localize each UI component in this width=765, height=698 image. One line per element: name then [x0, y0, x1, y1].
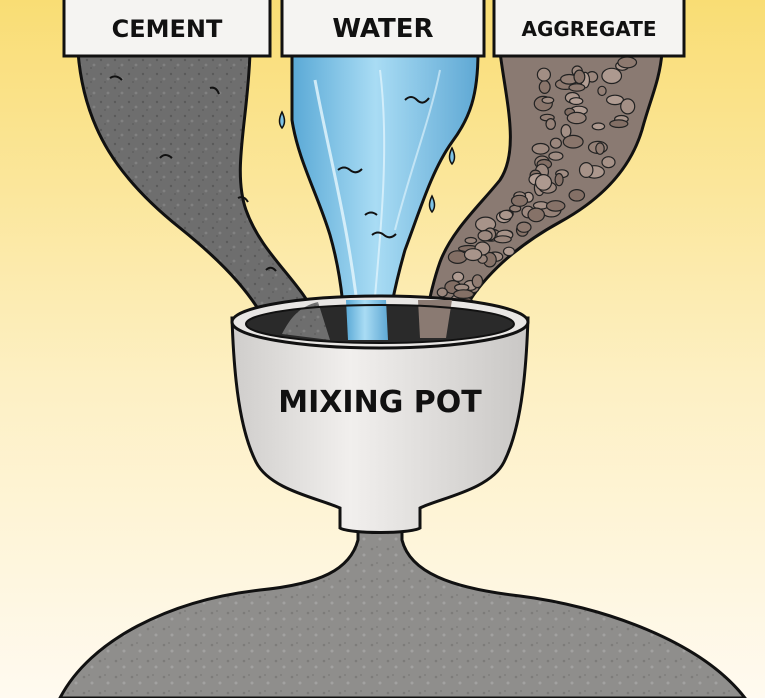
water-highlight [313, 79, 362, 331]
water-drop [448, 146, 456, 166]
water-ripple [404, 96, 430, 104]
mixing-pot-label: MIXING POT [278, 385, 482, 420]
aggregate-pebble [493, 235, 512, 244]
aggregate-pebble [534, 173, 553, 191]
water-drop [428, 194, 436, 214]
aggregate-pebble [541, 96, 555, 104]
aggregate-pebble [597, 85, 607, 97]
aggregate-pebble [471, 274, 484, 289]
aggregate-pebble [548, 151, 564, 161]
aggregate-label-box: AGGREGATE [492, 0, 686, 58]
cement-label: CEMENT [112, 15, 223, 43]
aggregate-pebble [545, 117, 556, 130]
aggregate-pebble [477, 229, 493, 242]
aggregate-pebble [510, 194, 529, 207]
aggregate-pebble [562, 134, 584, 149]
aggregate-pebble [516, 221, 532, 233]
aggregate-pebble [601, 67, 623, 85]
aggregate-pebble [452, 271, 465, 282]
aggregate-pebble [601, 156, 616, 169]
water-ripple [337, 166, 363, 174]
water-drop [278, 110, 286, 130]
mixing-pot-opening-outline [245, 304, 515, 344]
aggregate-entering [418, 300, 452, 338]
water-highlight [394, 69, 441, 231]
aggregate-pebble [463, 248, 483, 262]
aggregate-pebble [573, 69, 586, 85]
aggregate-pebble [568, 83, 586, 92]
aggregate-pebble [617, 56, 638, 69]
aggregate-label: AGGREGATE [521, 17, 656, 41]
aggregate-pebble [545, 200, 566, 212]
water-ripple [371, 231, 397, 239]
aggregate-pebble [453, 289, 475, 300]
mixing-pot-body [230, 316, 530, 534]
aggregate-pebble [536, 67, 552, 82]
aggregate-pebble [436, 287, 448, 298]
aggregate-pebble [566, 111, 587, 125]
aggregate-pebble [549, 137, 563, 149]
aggregate-pebble [554, 172, 564, 187]
cement-stroke [109, 75, 123, 81]
cement-stroke [237, 196, 249, 203]
aggregate-pebble [595, 142, 605, 155]
water-entering [346, 300, 388, 340]
aggregate-pebble [620, 98, 636, 115]
aggregate-pebble [447, 250, 468, 265]
water-ripple [364, 211, 378, 216]
water-label-box: WATER [280, 0, 486, 58]
cement-stroke [209, 86, 220, 95]
aggregate-pebble [531, 142, 550, 155]
aggregate-pebble [502, 246, 516, 257]
aggregate-pebble [578, 162, 594, 179]
aggregate-pebble [591, 122, 606, 131]
cement-stroke [159, 154, 173, 159]
aggregate-pebble [568, 189, 586, 202]
cement-stroke [265, 266, 277, 272]
cement-label-box: CEMENT [62, 0, 272, 58]
aggregate-pebble [464, 236, 478, 245]
aggregate-pebble [499, 209, 514, 221]
water-label: WATER [332, 14, 433, 44]
cement-entering [282, 302, 330, 340]
aggregate-pebble [538, 79, 551, 94]
aggregate-pebble [569, 97, 584, 106]
aggregate-pebble [609, 119, 629, 129]
aggregate-pebble [527, 207, 545, 223]
concrete-pile [58, 518, 747, 698]
